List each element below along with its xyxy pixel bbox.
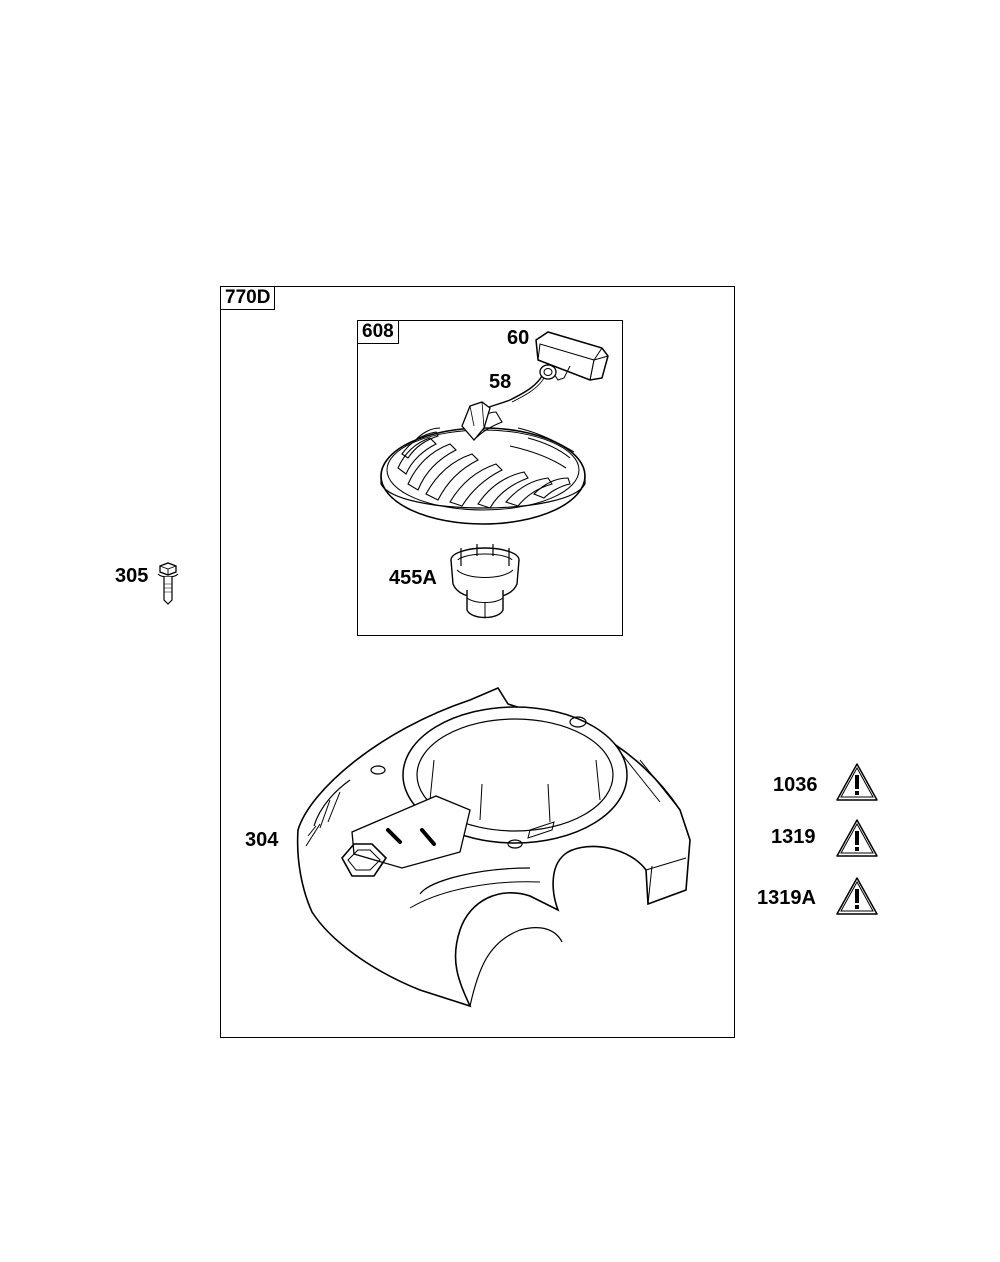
assembly-tag: 770D bbox=[220, 286, 276, 310]
warning-label-1036: 1036 bbox=[773, 774, 818, 796]
starter-cup-icon bbox=[450, 544, 520, 619]
warning-triangle-icon bbox=[836, 819, 878, 857]
part-label-60: 60 bbox=[507, 327, 530, 349]
handle-icon bbox=[535, 331, 609, 381]
part-label-304: 304 bbox=[245, 829, 279, 851]
warning-triangle-icon bbox=[836, 763, 878, 801]
assembly-frame bbox=[220, 286, 735, 1038]
warning-triangle-icon bbox=[836, 877, 878, 915]
warning-label-1319a: 1319A bbox=[757, 887, 816, 909]
bolt-icon bbox=[157, 562, 179, 605]
starter-cover-icon bbox=[380, 401, 586, 525]
part-label-58: 58 bbox=[489, 371, 512, 393]
part-label-305: 305 bbox=[115, 565, 149, 587]
subassembly-frame bbox=[357, 320, 623, 636]
part-label-455a: 455A bbox=[389, 567, 437, 589]
warning-label-1319: 1319 bbox=[771, 826, 816, 848]
blower-housing-icon bbox=[296, 686, 691, 1008]
subassembly-tag: 608 bbox=[357, 320, 399, 344]
